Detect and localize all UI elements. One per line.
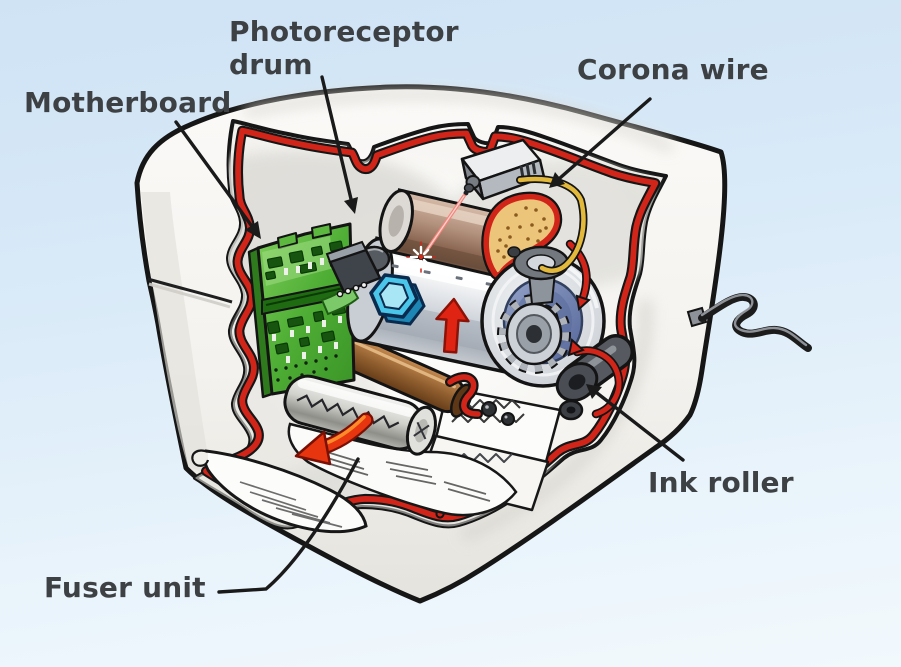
drum-leader-line xyxy=(320,75,353,201)
motherboard-arrowhead xyxy=(245,221,261,239)
output-paper xyxy=(191,449,368,534)
pcb-pads xyxy=(272,254,342,363)
label-fuser-unit: Fuser unit xyxy=(44,571,206,604)
pcb-chips xyxy=(265,240,347,355)
laser-beam xyxy=(406,194,466,273)
fuser-leader-line xyxy=(217,457,360,594)
body-shade xyxy=(459,299,654,543)
motherboard-leader-line xyxy=(174,120,253,227)
lid-joint-line xyxy=(147,277,233,304)
ink-roller-leader-line xyxy=(595,391,685,462)
label-photoreceptor-drum: Photoreceptor drum xyxy=(229,15,459,81)
seal-hook xyxy=(445,372,483,419)
paper-path-arrow xyxy=(294,412,374,466)
cable-connector xyxy=(320,240,382,316)
leader-lines xyxy=(174,75,685,594)
motherboard-graphic xyxy=(247,222,356,399)
pcb-slot-line xyxy=(265,286,349,306)
label-ink-roller: Ink roller xyxy=(648,466,794,499)
ink-roller-arrowhead xyxy=(586,384,602,399)
output-paper-text-lines xyxy=(239,481,343,528)
corona-leader-line xyxy=(558,97,652,180)
rotation-arrow-bottom xyxy=(567,338,624,419)
case-left-face-shade xyxy=(141,192,212,478)
drum-up-arrow xyxy=(435,297,470,354)
small-wheels xyxy=(481,401,515,426)
label-motherboard: Motherboard xyxy=(24,86,232,119)
laser-spark xyxy=(406,241,436,273)
gear-graphic xyxy=(497,294,571,374)
lid-joint-highlight xyxy=(148,282,231,309)
label-corona-wire: Corona wire xyxy=(577,53,769,86)
fuser-roller-graphic xyxy=(283,374,437,456)
lid-shade xyxy=(243,89,675,153)
drum-arrowhead xyxy=(344,197,358,214)
corona-arrowhead xyxy=(549,172,565,188)
label-photoreceptor-line2: drum xyxy=(229,48,313,81)
label-photoreceptor-line1: Photoreceptor xyxy=(229,15,459,48)
power-cord xyxy=(686,292,812,352)
drum-end-cap xyxy=(369,273,426,326)
